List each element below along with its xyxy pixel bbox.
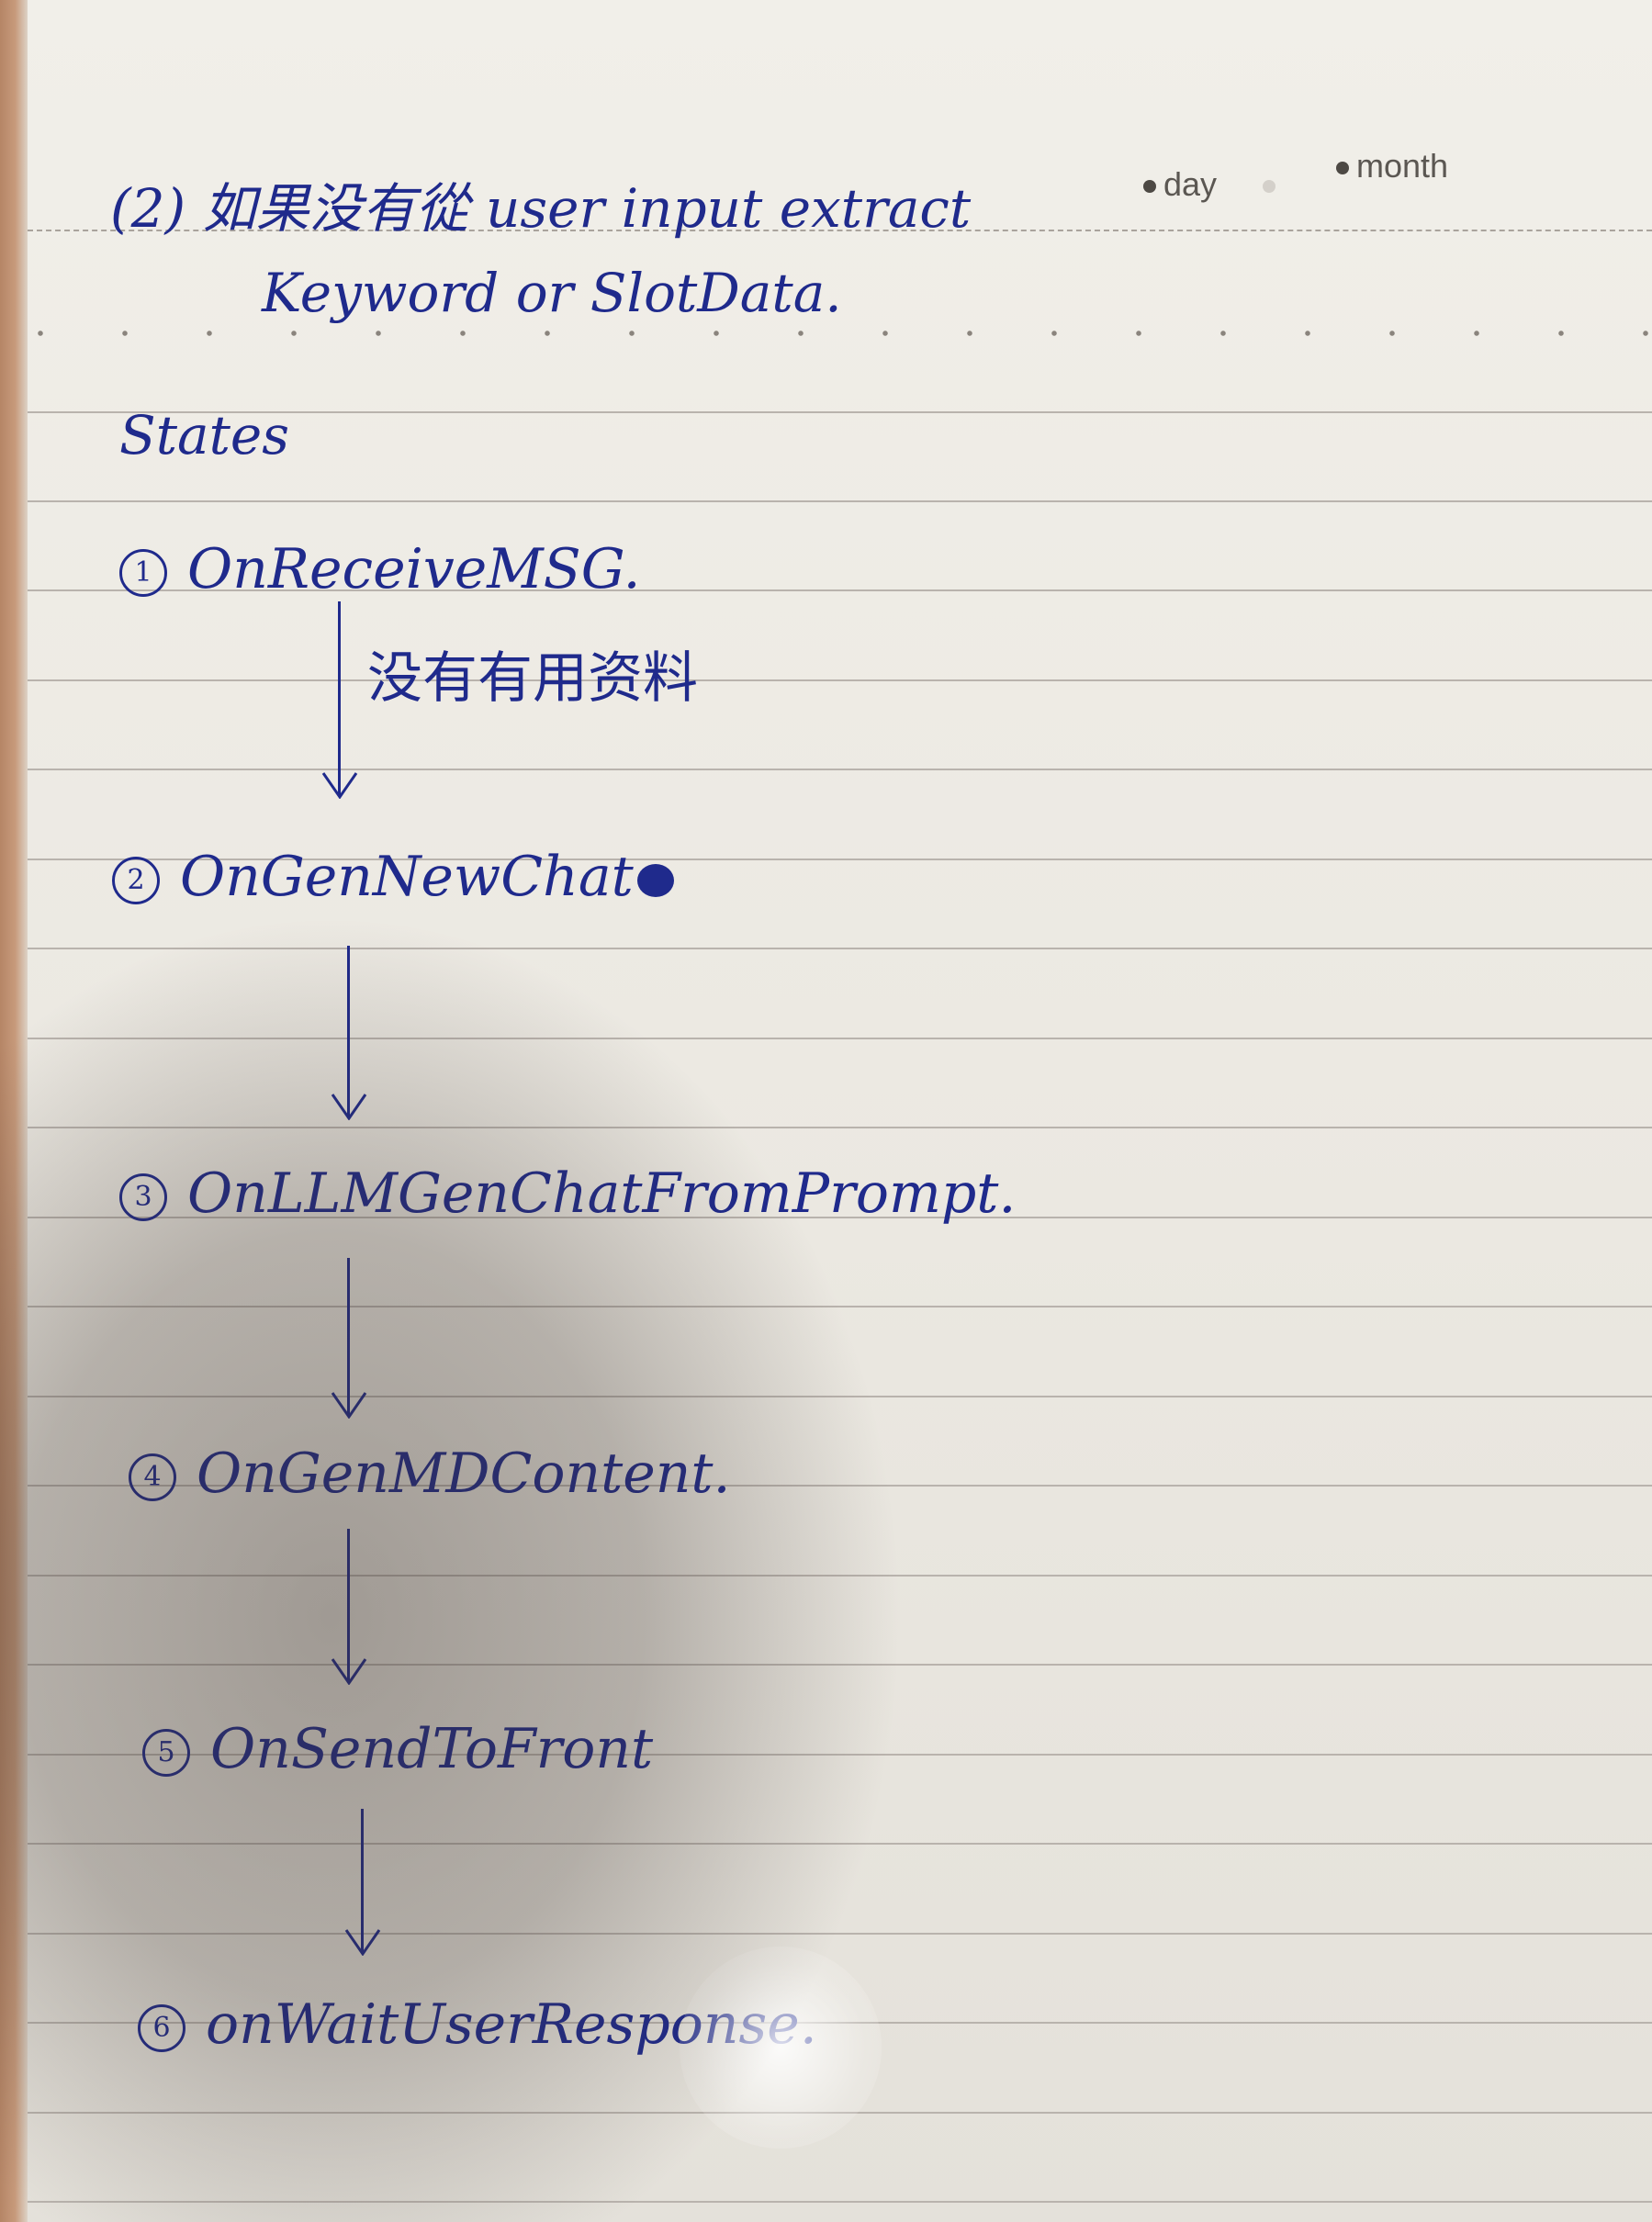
month-bullet — [1336, 162, 1349, 175]
rule — [28, 589, 1652, 591]
down-arrow-icon — [335, 1809, 390, 1956]
step-number-badge: 5 — [142, 1729, 190, 1778]
rule — [28, 1127, 1652, 1128]
rule — [28, 2201, 1652, 2203]
step-number-badge: 1 — [119, 549, 167, 598]
state-label: OnGenNewChat — [180, 845, 634, 909]
step-number-badge: 6 — [138, 2004, 185, 2053]
rule — [28, 1396, 1652, 1397]
step-number-badge: 2 — [112, 857, 160, 905]
day-bullet — [1143, 180, 1156, 194]
rule — [28, 1664, 1652, 1666]
state-step-2: 2 OnGenNewChat — [112, 845, 674, 909]
down-arrow-icon — [321, 1529, 376, 1685]
down-arrow-icon — [321, 1258, 376, 1419]
rule — [28, 1575, 1652, 1577]
rule — [28, 1754, 1652, 1756]
arrow-condition-note: 没有有用资料 — [367, 646, 698, 711]
dotted-rule — [28, 331, 1652, 336]
state-step-3: 3 OnLLMGenChatFromPrompt. — [119, 1162, 1016, 1226]
rule — [28, 500, 1652, 502]
rule — [28, 769, 1652, 770]
printed-day-label: day — [1143, 165, 1283, 204]
printed-month-label: month — [1336, 147, 1448, 185]
state-label: OnReceiveMSG. — [187, 537, 641, 601]
rule — [28, 858, 1652, 860]
notebook-binding — [0, 0, 28, 2222]
state-label: OnSendToFront — [210, 1717, 654, 1781]
note-heading-line1: (2) 如果没有從 user input extract — [110, 177, 972, 240]
step-number-badge: 3 — [119, 1173, 167, 1222]
down-arrow-icon — [321, 946, 376, 1120]
light-glare — [680, 1947, 882, 2149]
rule — [28, 1933, 1652, 1935]
state-step-4: 4 OnGenMDContent. — [129, 1442, 731, 1506]
dashed-rule — [28, 230, 1652, 231]
down-arrow-icon — [312, 601, 367, 799]
rule — [28, 948, 1652, 949]
state-label: OnGenMDContent. — [197, 1442, 731, 1506]
rule — [28, 1843, 1652, 1845]
rule — [28, 411, 1652, 413]
rule — [28, 1485, 1652, 1487]
rule — [28, 1306, 1652, 1307]
state-step-5: 5 OnSendToFront — [142, 1717, 653, 1781]
faint-bullet — [1263, 180, 1276, 194]
rule — [28, 679, 1652, 681]
ink-blot — [636, 864, 674, 898]
state-step-1: 1 OnReceiveMSG. — [119, 537, 641, 601]
step-number-badge: 4 — [129, 1453, 176, 1502]
states-title: States — [119, 404, 290, 466]
state-label: OnLLMGenChatFromPrompt. — [187, 1162, 1017, 1226]
note-heading-line2: Keyword or SlotData. — [262, 262, 842, 324]
rule — [28, 1217, 1652, 1218]
rule — [28, 1038, 1652, 1039]
